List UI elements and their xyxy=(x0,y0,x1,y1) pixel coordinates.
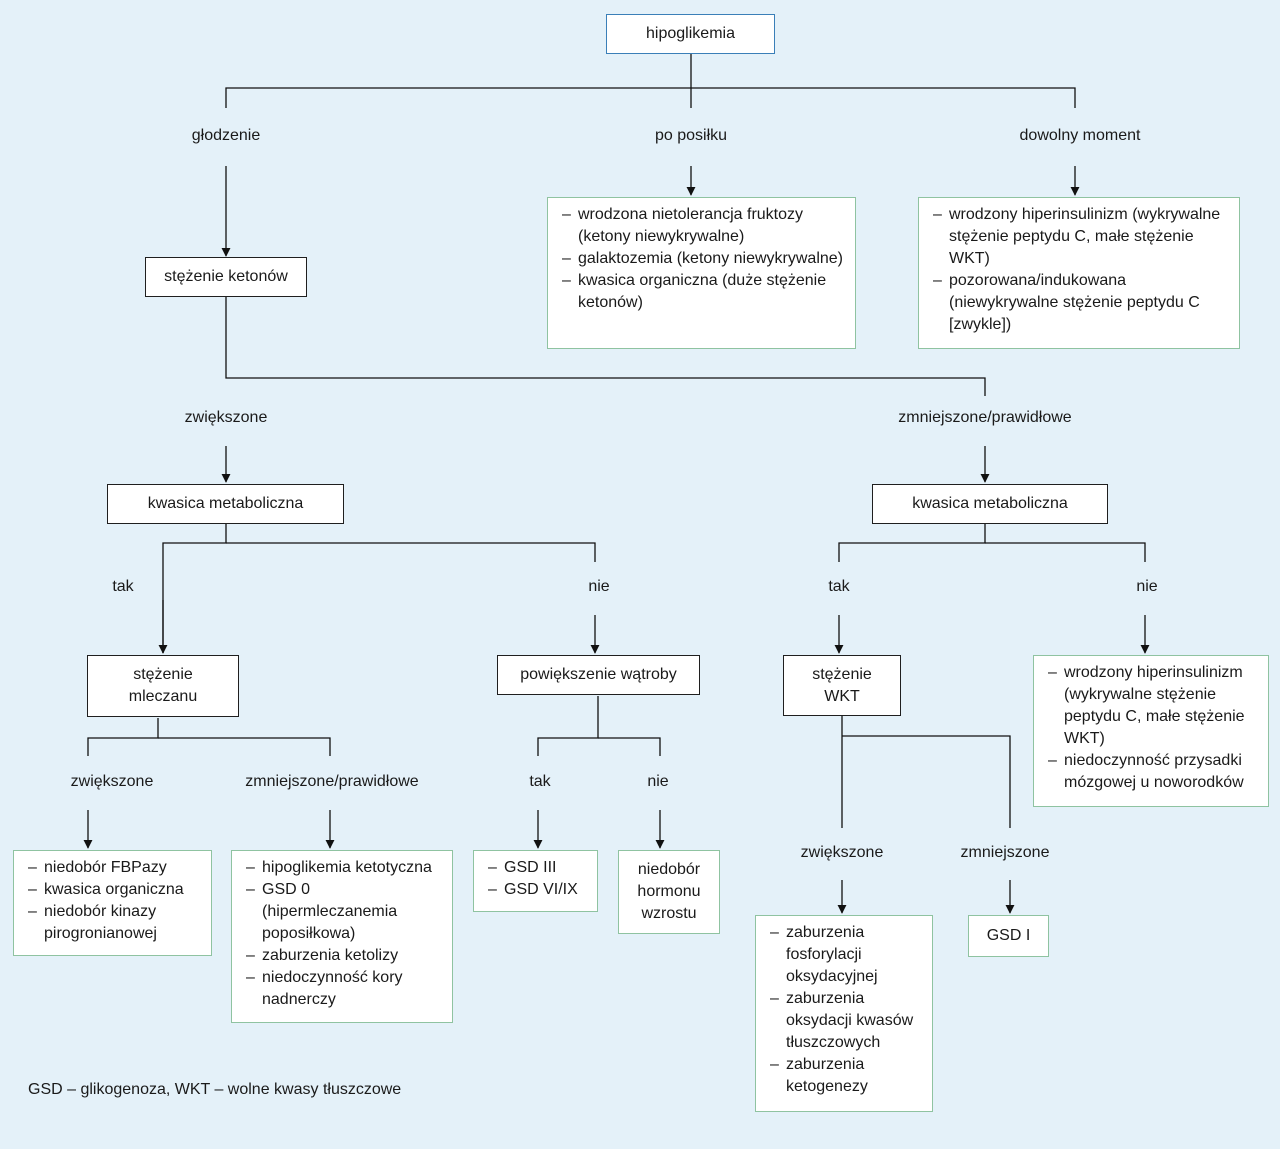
ketones-box: stężenie ketonów xyxy=(145,257,307,297)
lactate-box: stężenie mleczanu xyxy=(87,655,239,717)
wkt-down-cause-label: GSD I xyxy=(986,927,1031,944)
lactate-down-cause-item: zaburzenia ketolizy xyxy=(246,945,442,967)
anytime-cause-item: wrodzony hiperinsulinizm (wykrywalne stę… xyxy=(933,204,1229,270)
postprandial-cause-item: galaktozemia (ketony niewykrywalne) xyxy=(562,248,845,270)
postprandial-cause-item: wrodzona nietolerancja fruktozy (ketony … xyxy=(562,204,845,248)
lactate-down-cause-item: hipoglikemia ketotyczna xyxy=(246,857,442,879)
label-any-time: dowolny moment xyxy=(1019,127,1141,144)
right-no-causes-box: wrodzony hiperinsulinizm (wykrywalne stę… xyxy=(1033,655,1269,807)
postprandial-causes-box: wrodzona nietolerancja fruktozy (ketony … xyxy=(547,197,856,349)
wkt-up-cause-item: zaburzenia oksydacji kwasów tłuszczowych xyxy=(770,988,922,1054)
ketones-label: stężenie ketonów xyxy=(164,268,288,285)
label-postprandial: po posiłku xyxy=(654,127,728,144)
lactate-up-cause-item: niedobór FBPazy xyxy=(28,857,201,879)
liver-yes-cause-item: GSD III xyxy=(488,857,587,879)
label-liver-no: nie xyxy=(647,773,669,790)
liver-no-cause-label: niedobór hormonu wzrostu xyxy=(637,861,701,922)
liver-yes-causes-box: GSD III GSD VI/IX xyxy=(473,850,598,912)
wkt-label: stężenie WKT xyxy=(812,665,872,705)
lactate-down-causes-box: hipoglikemia ketotyczna GSD 0 (hipermlec… xyxy=(231,850,453,1023)
postprandial-cause-item: kwasica organiczna (duże stężenie ketonó… xyxy=(562,270,845,314)
label-lactate-increased: zwiększone xyxy=(70,773,154,790)
liver-yes-cause-item: GSD VI/IX xyxy=(488,879,587,901)
wkt-box: stężenie WKT xyxy=(783,655,901,716)
wkt-up-causes-box: zaburzenia fosforylacji oksydacyjnej zab… xyxy=(755,915,933,1112)
wkt-up-cause-item: zaburzenia ketogenezy xyxy=(770,1054,922,1098)
liver-label: powiększenie wątroby xyxy=(520,666,677,683)
label-left-no: nie xyxy=(588,578,610,595)
footnote: GSD – glikogenoza, WKT – wolne kwasy tłu… xyxy=(28,1081,402,1098)
label-ketones-normal: zmniejszone/prawidłowe xyxy=(898,409,1072,426)
label-liver-yes: tak xyxy=(529,773,551,790)
lactate-up-cause-item: niedobór kinazy pirogronianowej xyxy=(28,901,201,945)
label-wkt-increased: zwiększone xyxy=(800,844,884,861)
root-hypoglycemia-box: hipoglikemia xyxy=(606,14,775,54)
label-lactate-normal: zmniejszone/prawidłowe xyxy=(245,773,419,790)
label-wkt-decreased: zmniejszone xyxy=(960,844,1050,861)
label-right-no: nie xyxy=(1136,578,1158,595)
wkt-down-cause-box: GSD I xyxy=(968,915,1049,957)
acidosis-left-label: kwasica metaboliczna xyxy=(147,495,304,512)
root-title: hipoglikemia xyxy=(646,25,735,42)
label-ketones-increased: zwiększone xyxy=(184,409,268,426)
liver-no-cause-box: niedobór hormonu wzrostu xyxy=(618,850,720,934)
label-left-yes: tak xyxy=(112,578,134,595)
lactate-label: stężenie mleczanu xyxy=(128,666,198,705)
lactate-down-cause-item: GSD 0 (hipermleczanemia poposiłkowa) xyxy=(246,879,442,945)
right-no-cause-item: niedoczynność przysadki mózgowej u nowor… xyxy=(1048,750,1258,794)
lactate-down-cause-item: niedoczynność kory nadnerczy xyxy=(246,967,442,1011)
acidosis-left-box: kwasica metaboliczna xyxy=(107,484,344,524)
liver-box: powiększenie wątroby xyxy=(497,655,700,695)
lactate-up-cause-item: kwasica organiczna xyxy=(28,879,201,901)
acidosis-right-box: kwasica metaboliczna xyxy=(872,484,1108,524)
acidosis-right-label: kwasica metaboliczna xyxy=(912,495,1068,512)
lactate-up-causes-box: niedobór FBPazy kwasica organiczna niedo… xyxy=(13,850,212,956)
anytime-cause-item: pozorowana/indukowana (niewykrywalne stę… xyxy=(933,270,1229,336)
right-no-cause-item: wrodzony hiperinsulinizm (wykrywalne stę… xyxy=(1048,662,1258,750)
anytime-causes-box: wrodzony hiperinsulinizm (wykrywalne stę… xyxy=(918,197,1240,349)
label-fasting: głodzenie xyxy=(191,127,261,144)
wkt-up-cause-item: zaburzenia fosforylacji oksydacyjnej xyxy=(770,922,922,988)
label-right-yes: tak xyxy=(828,578,850,595)
